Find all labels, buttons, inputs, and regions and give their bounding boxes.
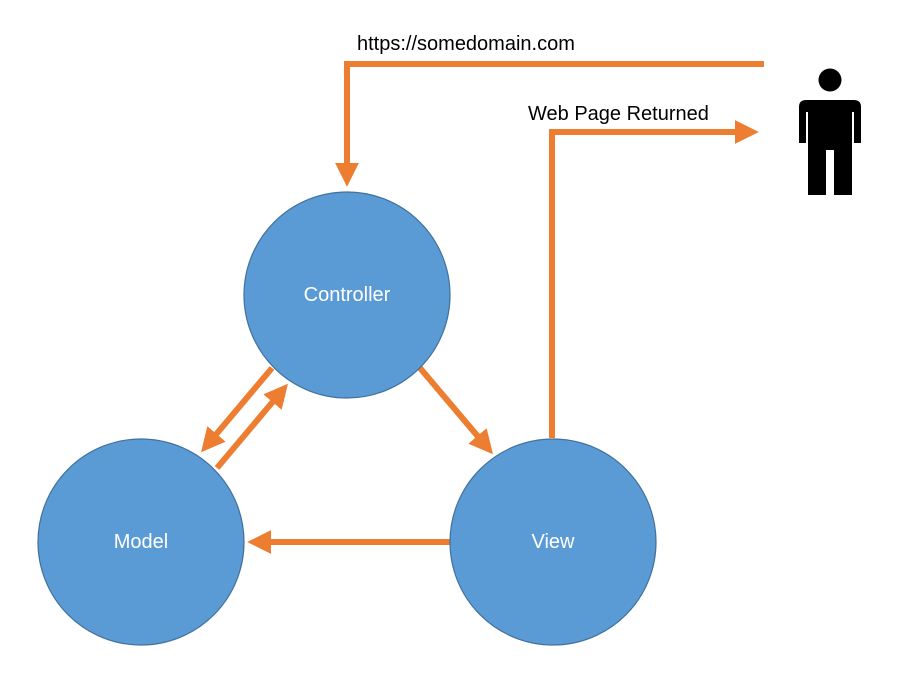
controller-to-model-arrow [201,366,275,453]
model-circle [37,438,245,646]
view-node: View [449,438,657,646]
response-arrow [549,120,759,438]
person-head [818,68,842,92]
person-icon [799,68,861,195]
controller-node: Controller [243,191,451,399]
person-body [799,100,861,195]
request-label: https://somedomain.com [357,33,575,55]
controller-to-view-arrow [417,366,493,455]
model-node: Model [37,438,245,646]
controller-label: Controller [304,284,391,306]
view-circle [449,438,657,646]
model-label: Model [114,531,168,553]
view-label: View [532,531,576,553]
model-to-controller-arrow [214,383,288,470]
request-arrow [335,61,764,187]
controller-circle [243,191,451,399]
response-label: Web Page Returned [528,103,709,125]
